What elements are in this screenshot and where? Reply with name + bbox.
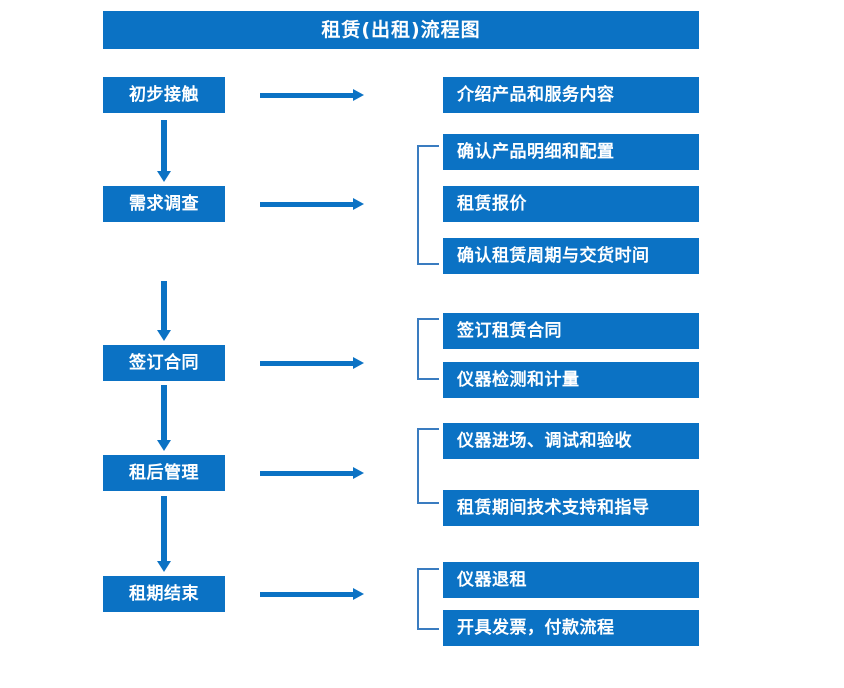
vertical-arrow-4 bbox=[157, 496, 171, 572]
detail-box-3-label: 租赁报价 bbox=[457, 193, 527, 214]
horizontal-arrow-3 bbox=[260, 357, 364, 369]
detail-box-4-label: 确认租赁周期与交货时间 bbox=[457, 245, 650, 266]
stage-box-3[interactable]: 签订合同 bbox=[103, 345, 225, 381]
detail-box-10[interactable]: 开具发票，付款流程 bbox=[443, 610, 699, 646]
detail-box-1[interactable]: 介绍产品和服务内容 bbox=[443, 77, 699, 113]
group-bracket-4 bbox=[417, 568, 439, 630]
detail-box-1-label: 介绍产品和服务内容 bbox=[457, 84, 615, 105]
detail-box-2[interactable]: 确认产品明细和配置 bbox=[443, 134, 699, 170]
vertical-arrow-3 bbox=[157, 385, 171, 451]
detail-box-5-label: 签订租赁合同 bbox=[457, 320, 562, 341]
detail-box-4[interactable]: 确认租赁周期与交货时间 bbox=[443, 238, 699, 274]
detail-box-9[interactable]: 仪器退租 bbox=[443, 562, 699, 598]
detail-box-10-label: 开具发票，付款流程 bbox=[457, 617, 615, 638]
detail-box-7-label: 仪器进场、调试和验收 bbox=[457, 430, 632, 451]
stage-box-2-label: 需求调查 bbox=[129, 193, 199, 214]
stage-box-1-label: 初步接触 bbox=[129, 84, 199, 105]
vertical-arrow-2 bbox=[157, 281, 171, 341]
detail-box-7[interactable]: 仪器进场、调试和验收 bbox=[443, 423, 699, 459]
detail-box-3[interactable]: 租赁报价 bbox=[443, 186, 699, 222]
detail-box-6[interactable]: 仪器检测和计量 bbox=[443, 362, 699, 398]
stage-box-1[interactable]: 初步接触 bbox=[103, 77, 225, 113]
horizontal-arrow-1 bbox=[260, 89, 364, 101]
stage-box-3-label: 签订合同 bbox=[129, 352, 199, 373]
group-bracket-3 bbox=[417, 428, 439, 504]
stage-box-4-label: 租后管理 bbox=[129, 462, 199, 483]
detail-box-8-label: 租赁期间技术支持和指导 bbox=[457, 497, 650, 518]
detail-box-5[interactable]: 签订租赁合同 bbox=[443, 313, 699, 349]
horizontal-arrow-2 bbox=[260, 198, 364, 210]
stage-box-5[interactable]: 租期结束 bbox=[103, 576, 225, 612]
stage-box-5-label: 租期结束 bbox=[129, 583, 199, 604]
horizontal-arrow-5 bbox=[260, 588, 364, 600]
detail-box-6-label: 仪器检测和计量 bbox=[457, 369, 580, 390]
diagram-title: 租赁(出租)流程图 bbox=[321, 18, 481, 41]
stage-box-4[interactable]: 租后管理 bbox=[103, 455, 225, 491]
detail-box-8[interactable]: 租赁期间技术支持和指导 bbox=[443, 490, 699, 526]
detail-box-9-label: 仪器退租 bbox=[457, 569, 527, 590]
stage-box-2[interactable]: 需求调查 bbox=[103, 186, 225, 222]
vertical-arrow-1 bbox=[157, 120, 171, 182]
diagram-title-bar: 租赁(出租)流程图 bbox=[103, 11, 699, 49]
group-bracket-2 bbox=[417, 318, 439, 380]
group-bracket-1 bbox=[417, 145, 439, 265]
detail-box-2-label: 确认产品明细和配置 bbox=[457, 141, 615, 162]
horizontal-arrow-4 bbox=[260, 467, 364, 479]
